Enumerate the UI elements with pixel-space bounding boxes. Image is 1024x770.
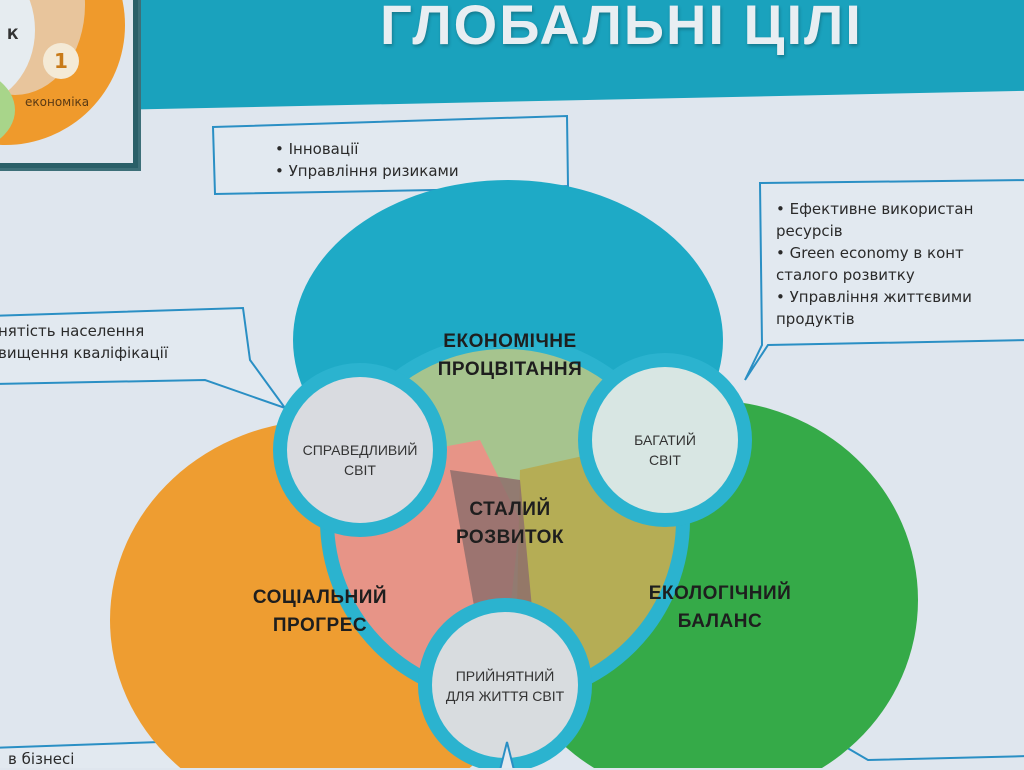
callout-right-text: • Ефективне використан ресурсів • Green … <box>776 200 974 328</box>
sustainable-development-label: СТАЛИЙ РОЗВИТОК <box>456 499 564 548</box>
goal-badge-icon: 1 <box>43 43 79 79</box>
page-title: ГЛОБАЛЬНІ ЦІЛІ <box>380 0 863 56</box>
livable-world-label: ПРИЙНЯТНИЙ ДЛЯ ЖИТТЯ СВІТ <box>445 668 565 704</box>
rich-world-label: БАГАТИЙ СВІТ <box>634 432 696 468</box>
fair-world-bubble <box>273 363 447 537</box>
thumbnail-label: економіка <box>25 95 90 109</box>
rich-world-bubble <box>578 353 752 527</box>
ecological-label: ЕКОЛОГІЧНИЙ БАЛАНС <box>648 583 792 632</box>
fair-world-label: СПРАВЕДЛИВИЙ СВІТ <box>302 442 418 478</box>
callout-top-text: • Інновації • Управління ризиками <box>275 140 459 180</box>
callout-left-text: нятість населення вищення кваліфікації <box>0 322 168 362</box>
social-label: СОЦІАЛЬНИЙ ПРОГРЕС <box>252 587 388 636</box>
economy-thumbnail: К 1 економіка <box>0 0 138 168</box>
thumbnail-partial-label: К <box>7 27 19 43</box>
economic-label: ЕКОНОМІЧНЕ ПРОЦВІТАННЯ <box>437 331 583 380</box>
callout-bottom-left-text: в бізнесі <box>8 750 75 768</box>
callout-right-box <box>744 179 1024 381</box>
